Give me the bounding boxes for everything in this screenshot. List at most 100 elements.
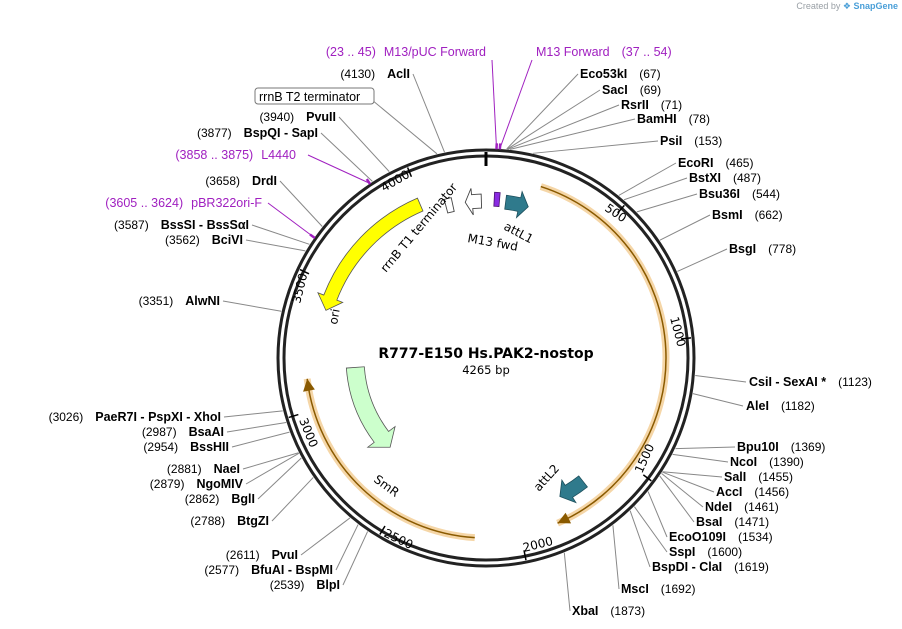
leader-line-33 (242, 452, 299, 470)
rrnb-t1-feature-arrow (464, 188, 483, 216)
leader-line-31 (226, 421, 287, 433)
leader-line-2 (507, 104, 620, 150)
scale-tick-1500 (642, 474, 652, 482)
primer-label-l4440: (3858 .. 3875)L4440 (175, 148, 296, 162)
leader-line-32 (231, 431, 290, 448)
site-leader-lines (222, 59, 747, 612)
leader-line-41 (499, 59, 533, 149)
backbone-outer (276, 148, 696, 568)
leader-line-35 (257, 457, 302, 500)
site-bcivi: (3562)BciVI (165, 233, 243, 247)
leader-line-0 (506, 73, 579, 150)
leader-line-18 (647, 491, 668, 538)
snapgene-logo-icon: ❖ (842, 1, 851, 11)
site-ngomiv: (2879)NgoMIV (150, 477, 244, 491)
scale-tick-500 (617, 204, 625, 214)
site-eco0109i: EcoO109I(1534) (669, 530, 773, 544)
ori-feature-arrow (317, 197, 424, 311)
site-bfuai-bspmi: (2577)BfuAI - BspMI (204, 563, 333, 577)
site-csii-sexai: CsiI - SexAI *(1123) (749, 375, 872, 389)
scale-tick-4000 (406, 167, 413, 178)
leader-line-8 (659, 214, 711, 241)
site-rsrii: RsrII(71) (621, 98, 682, 112)
site-alei: AleI(1182) (746, 399, 815, 413)
leader-line-16 (661, 472, 704, 508)
leader-line-25 (320, 132, 373, 182)
primer-label-m13-puc-forward: (23 .. 45)M13/pUC Forward (326, 45, 486, 59)
leader-line-12 (675, 446, 736, 450)
leader-line-6 (623, 177, 688, 201)
site-msci: MscI(1692) (621, 582, 695, 596)
site-naei: (2881)NaeI (167, 462, 240, 476)
site-bsshii: (2954)BssHII (143, 440, 229, 454)
leader-line-1 (507, 89, 601, 150)
site-psii: PsiI(153) (660, 134, 722, 148)
leader-line-10 (695, 375, 747, 383)
tick-label-3500: 3500 (289, 272, 310, 305)
credit-prefix: Created by (796, 1, 841, 11)
feature-arrows (303, 143, 670, 542)
primer-label-pbr322ori-f: (3605 .. 3624)pBR322ori-F (105, 196, 262, 210)
site-acli: (4130)AclI (340, 67, 410, 81)
leader-line-19 (633, 506, 668, 553)
site-bsaai: (2987)BsaAI (142, 425, 224, 439)
site-bsssi: (3587)BssSI - BssSαI (114, 218, 249, 232)
scale-tick-2500 (379, 525, 386, 535)
site-ncoi: NcoI(1390) (730, 455, 804, 469)
site-sspi: SspI(1600) (669, 545, 742, 559)
site-bsu36i: Bsu36I(544) (699, 187, 780, 201)
pak2-orf-arrowhead (557, 512, 572, 524)
primer-label-m13-forward: M13 Forward(37 .. 54) (536, 45, 672, 59)
site-acci: AccI(1456) (716, 485, 789, 499)
leader-line-42 (307, 154, 370, 184)
leader-line-29 (222, 300, 282, 312)
leader-line-4 (532, 140, 659, 154)
scale-tick-3500 (299, 268, 310, 275)
leader-line-39 (342, 531, 369, 586)
feature-label-attl2: attL2 (531, 462, 562, 494)
insert-region-arrowhead (303, 378, 315, 392)
leader-line-40 (491, 59, 498, 149)
scale-ticks (288, 167, 692, 561)
site-pvui: (2611)PvuI (226, 548, 298, 562)
site-alwni: (3351)AlwNI (139, 294, 220, 308)
site-drdi: (3658)DrdI (205, 174, 277, 188)
site-btgzi: (2788)BtgZI (190, 514, 269, 528)
feature-label-ori: ori (326, 308, 342, 326)
leader-line-26 (279, 180, 323, 227)
leader-line-17 (659, 475, 695, 523)
site-bsgi: BsgI(778) (729, 242, 796, 256)
site-paer7i-pspxi-xhoi: (3026)PaeR7I - PspXI - XhoI (49, 410, 221, 424)
insert-region-glow (303, 378, 475, 542)
leader-line-15 (662, 471, 715, 493)
pak2-orf-line (540, 185, 667, 524)
primer-mark-l4440 (365, 178, 372, 185)
insert-region-line (306, 378, 475, 539)
leader-line-34 (245, 452, 300, 485)
site-ecori: EcoRI(465) (678, 156, 753, 170)
scale-tick-2000 (523, 550, 527, 561)
site-pvuii: (3940)PvuII (259, 110, 336, 124)
leader-line-13 (672, 453, 729, 463)
attl2-feature-arrow (559, 475, 588, 504)
site-bpu10i: Bpu10I(1369) (737, 440, 825, 454)
scale-tick-1000 (680, 337, 692, 340)
site-xbai: XbaI(1873) (572, 604, 645, 618)
site-bgli: (2862)BglI (185, 492, 255, 506)
site-bsai: BsaI(1471) (696, 515, 769, 529)
leader-line-38 (335, 524, 359, 571)
smr-feature-arrow (345, 366, 396, 448)
site-eco53ki: Eco53kI(67) (580, 67, 661, 81)
site-blpi: (2539)BlpI (270, 578, 340, 592)
leader-line-44 (371, 99, 438, 155)
leader-line-9 (677, 248, 728, 272)
leader-line-3 (509, 118, 636, 150)
leader-line-11 (692, 393, 744, 407)
leader-line-22 (563, 552, 571, 612)
rrnb-t2-label-box (254, 87, 375, 105)
leader-line-28 (245, 239, 306, 252)
primer-mark-pbr322ori-f (309, 233, 316, 239)
leader-line-36 (271, 477, 314, 522)
attl1-feature-arrow (504, 190, 529, 219)
leader-line-37 (300, 517, 351, 556)
